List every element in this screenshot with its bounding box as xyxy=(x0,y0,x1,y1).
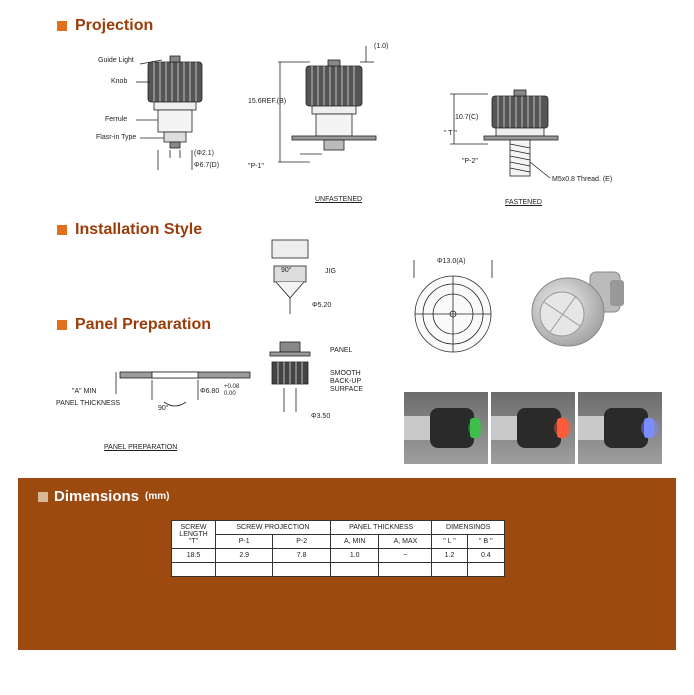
projection-drawing-1 xyxy=(136,55,203,170)
installation-jig-drawing xyxy=(269,239,311,412)
table-cell xyxy=(171,562,216,577)
label-guide-light: Guide Light xyxy=(98,57,134,64)
table-cell xyxy=(214,562,274,577)
label-phi-5-20: Φ5.20 xyxy=(312,302,332,309)
dimensions-table: SCREW LENGTH "T" SCREW PROJECTION PANEL … xyxy=(171,520,506,577)
label-a-min: "A" MIN xyxy=(72,388,97,395)
table-cell: 7.8 xyxy=(272,548,331,563)
table-cell: ~ xyxy=(378,548,433,563)
table-cell xyxy=(272,562,331,577)
section-projection: Projection xyxy=(57,17,153,35)
front-view-drawing xyxy=(413,260,493,353)
bullet-square-icon xyxy=(57,225,67,235)
label-dim-10-7: 10.7(C) xyxy=(455,114,479,121)
table-cell xyxy=(431,562,468,577)
dimensions-heading: Dimensions (mm) xyxy=(38,488,169,505)
table-cell: 1.0 xyxy=(329,548,380,563)
projection-drawing-unfastened xyxy=(278,46,377,163)
label-phi-13-0: Φ13.0(A) xyxy=(437,258,466,265)
label-dim-1-0: (1.0) xyxy=(374,43,389,50)
label-t-mark: " T " xyxy=(444,130,457,137)
label-angle-90-panel: 90° xyxy=(158,405,169,412)
header-line: "T" xyxy=(188,538,199,545)
label-p1: "P-1" xyxy=(248,163,264,170)
label-ref-15-6: 15.6REF.(B) xyxy=(248,98,287,105)
dimensions-unit: (mm) xyxy=(145,491,170,502)
label-phi-6-80: Φ6.80 xyxy=(200,388,220,395)
product-photos xyxy=(404,392,662,464)
label-flasr-in-type: Flasr-in Type xyxy=(96,134,137,141)
label-tol-plus: +0.08 xyxy=(224,384,240,390)
header-l: " L " xyxy=(431,534,468,549)
bullet-square-icon xyxy=(57,21,67,31)
label-knob: Knob xyxy=(111,78,128,85)
table-cell: 2.9 xyxy=(214,548,274,563)
section-title: Panel Preparation xyxy=(75,316,212,333)
label-jig: JIG xyxy=(325,268,336,275)
header-panel-thickness: PANEL THICKNESS xyxy=(329,520,433,535)
header-screw-projection: SCREW PROJECTION xyxy=(215,520,331,535)
header-a-min: A, MIN xyxy=(329,534,380,549)
dimensions-title: Dimensions xyxy=(54,488,140,505)
header-dimensinos: DIMENSINOS xyxy=(431,520,505,535)
product-photo-red xyxy=(491,392,575,464)
label-ferrule: Ferrule xyxy=(105,116,128,123)
product-photo-blue xyxy=(578,392,662,464)
label-angle-90-jig: 90° xyxy=(281,267,292,274)
table-cell: 18.5 xyxy=(171,548,216,563)
caption-unfastened: UNFASTENED xyxy=(315,196,363,203)
label-tol-zero: 0.00 xyxy=(224,391,236,397)
header-b: " B " xyxy=(466,534,506,549)
table-row: 18.5 2.9 7.8 1.0 ~ 1.2 0.4 xyxy=(171,548,506,563)
label-panel-thickness: PANEL THICKNESS xyxy=(56,400,121,407)
header-p2: P-2 xyxy=(272,534,331,549)
projection-drawing-fastened xyxy=(450,89,559,179)
table-cell xyxy=(466,562,506,577)
table-cell: 0.4 xyxy=(466,548,506,563)
caption-panel-preparation: PANEL PREPARATION xyxy=(104,444,178,451)
caption-fastened: FASTENED xyxy=(505,199,542,206)
table-header-row: SCREW LENGTH "T" SCREW PROJECTION PANEL … xyxy=(171,520,505,549)
header-screw-length: SCREW LENGTH "T" xyxy=(171,520,216,549)
label-phi-3-50: Φ3.50 xyxy=(311,413,331,420)
label-smooth: SMOOTH xyxy=(330,370,361,377)
header-p1: P-1 xyxy=(214,534,274,549)
label-phi21: (Φ2.1) xyxy=(194,150,214,157)
product-photo-green xyxy=(404,392,488,464)
bullet-square-icon xyxy=(57,320,67,330)
label-surface: SURFACE xyxy=(330,386,364,393)
bullet-square-icon xyxy=(38,491,48,502)
header-line: LENGTH xyxy=(179,531,208,538)
table-cell xyxy=(329,562,380,577)
table-cell: 1.2 xyxy=(431,548,468,563)
table-subheader-row: P-1 P-2 A, MIN A, MAX " L " " B " xyxy=(172,534,506,549)
panel-preparation-drawing xyxy=(115,371,251,407)
label-p2: "P-2" xyxy=(462,158,478,165)
label-phi67: Φ6.7(D) xyxy=(194,162,220,169)
label-panel: PANEL xyxy=(330,347,353,354)
part-render-image xyxy=(531,271,624,347)
table-cell xyxy=(378,562,433,577)
dimensions-panel: Dimensions (mm) SCREW LENGTH "T" SCREW P… xyxy=(18,478,676,650)
label-thread: M5x0.8 Thread. (E) xyxy=(552,176,613,183)
section-installation: Installation Style xyxy=(57,221,202,239)
section-title: Installation Style xyxy=(75,221,203,238)
table-row xyxy=(171,562,506,577)
section-title: Projection xyxy=(75,17,154,34)
label-backup: BACK-UP xyxy=(330,378,362,385)
header-line: SCREW xyxy=(180,524,207,531)
section-panel-preparation: Panel Preparation xyxy=(57,316,211,334)
header-a-max: A, MAX xyxy=(378,534,433,549)
